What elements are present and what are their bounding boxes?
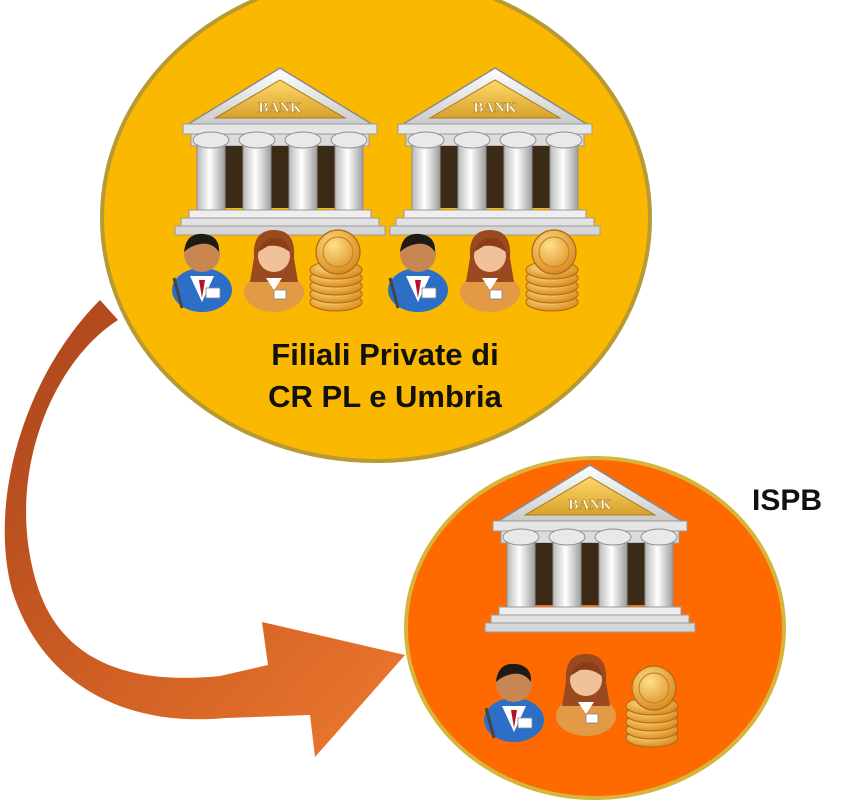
bank-icon: BANK [389, 67, 601, 236]
private-branches-label-line2: CR PL e Umbria [268, 379, 502, 414]
bank-sign: BANK [473, 100, 517, 116]
bank-sign: BANK [258, 100, 302, 116]
private-branches-label: Filiali Private di CR PL e Umbria [195, 334, 575, 418]
flow-arrow [4, 300, 406, 757]
bank-sign: BANK [568, 497, 612, 513]
coins-icon [525, 229, 579, 312]
private-branches-label-line1: Filiali Private di [271, 337, 499, 372]
coins-icon [625, 665, 679, 748]
coins-icon [309, 229, 363, 312]
bank-icon: BANK [484, 464, 696, 633]
ispb-label: ISPB [752, 484, 823, 517]
bank-icon: BANK [174, 67, 386, 236]
